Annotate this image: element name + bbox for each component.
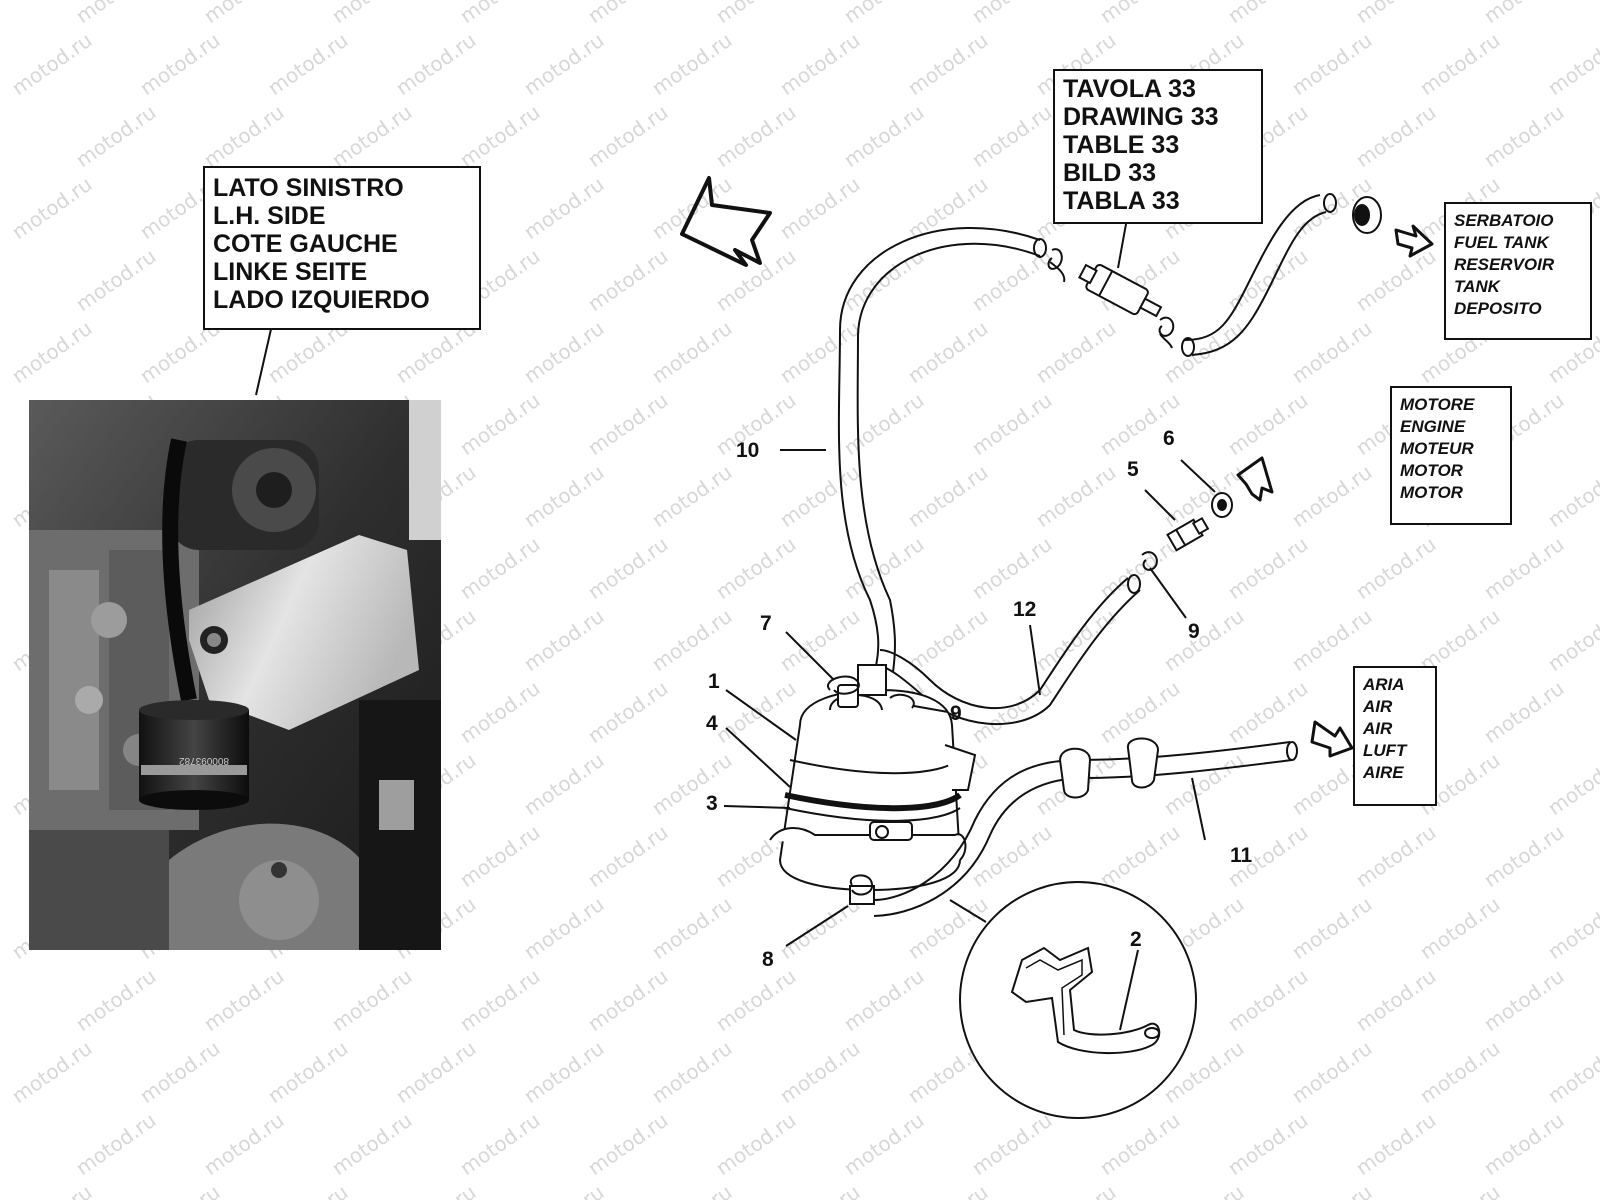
air-label-fr: AIR: [1363, 719, 1393, 738]
callout-11: 11: [1230, 844, 1253, 867]
leader-12: [1029, 624, 1041, 696]
callout-9-upper: 9: [1188, 620, 1200, 643]
front-direction-arrow: [680, 176, 772, 267]
part-2-bracket: [1010, 946, 1161, 1054]
leader-1: [725, 689, 797, 741]
callout-7: 7: [760, 612, 772, 635]
air-label-en: AIR: [1363, 697, 1393, 716]
fuel-label-es: DEPOSITO: [1454, 299, 1542, 318]
air-label-de: LUFT: [1363, 741, 1407, 760]
leader-9a: [913, 705, 949, 713]
callout-2: 2: [1130, 928, 1142, 951]
leader-9b: [1149, 567, 1187, 619]
photo-part-code: 800093782: [179, 755, 229, 766]
fuel-label-de: TANK: [1454, 277, 1500, 296]
drawing-label-es: TABLA 33: [1063, 187, 1180, 215]
detail-leader: [949, 899, 987, 923]
leader-5: [1144, 489, 1176, 521]
inline-fuel-filter: [1078, 263, 1163, 318]
drawing-reference-label: TAVOLA 33 DRAWING 33 TABLE 33 BILD 33 TA…: [1053, 69, 1263, 224]
side-label-fr: COTE GAUCHE: [213, 230, 398, 258]
part-5-fitting: [1166, 516, 1210, 552]
air-label: ARIA AIR AIR LUFT AIRE: [1353, 666, 1437, 806]
engine-label-it: MOTORE: [1400, 395, 1475, 414]
callout-12: 12: [1013, 598, 1037, 621]
callout-6: 6: [1163, 427, 1175, 450]
drawing-label-en: DRAWING 33: [1063, 103, 1219, 131]
engine-label: MOTORE ENGINE MOTEUR MOTOR MOTOR: [1390, 386, 1512, 525]
leader-3: [723, 805, 791, 809]
engine-arrow: [1236, 456, 1274, 502]
callout-3: 3: [706, 792, 718, 815]
detail-circle: [959, 881, 1197, 1119]
callout-10: 10: [736, 439, 760, 462]
fuel-tank-label: SERBATOIO FUEL TANK RESERVOIR TANK DEPOS…: [1444, 202, 1592, 340]
drawing-label-de: BILD 33: [1063, 159, 1157, 187]
fuel-tank-arrow: [1394, 224, 1434, 258]
callout-1: 1: [708, 670, 720, 693]
engine-label-es: MOTOR: [1400, 483, 1463, 502]
fuel-label-it: SERBATOIO: [1454, 211, 1554, 230]
callout-4: 4: [706, 712, 718, 735]
canister-assembly: [769, 664, 977, 905]
leader-8: [785, 905, 849, 947]
fuel-label-en: FUEL TANK: [1454, 233, 1549, 252]
engine-label-en: ENGINE: [1400, 417, 1466, 436]
side-view-label: LATO SINISTRO L.H. SIDE COTE GAUCHE LINK…: [203, 166, 481, 330]
side-label-it: LATO SINISTRO: [213, 174, 404, 202]
callout-9-lower: 9: [950, 702, 962, 725]
air-label-it: ARIA: [1363, 675, 1405, 694]
callout-8: 8: [762, 948, 774, 971]
leader-6: [1180, 459, 1216, 493]
drawing-label-it: TAVOLA 33: [1063, 75, 1196, 103]
side-label-de: LINKE SEITE: [213, 258, 368, 286]
engine-label-de: MOTOR: [1400, 461, 1463, 480]
callout-5: 5: [1127, 458, 1139, 481]
engine-photo-drawing: 800093782: [29, 400, 441, 950]
side-label-en: L.H. SIDE: [213, 202, 326, 230]
leader-4: [725, 727, 791, 788]
fuel-label-fr: RESERVOIR: [1454, 255, 1555, 274]
leader-11: [1191, 777, 1206, 841]
engine-photo: 800093782: [29, 400, 441, 950]
air-arrow: [1310, 720, 1354, 758]
air-label-es: AIRE: [1363, 763, 1404, 782]
drawing-label-fr: TABLE 33: [1063, 131, 1180, 159]
engine-label-fr: MOTEUR: [1400, 439, 1474, 458]
side-label-es: LADO IZQUIERDO: [213, 286, 430, 314]
leader-7: [785, 631, 835, 681]
leader-2: [1119, 949, 1139, 1031]
